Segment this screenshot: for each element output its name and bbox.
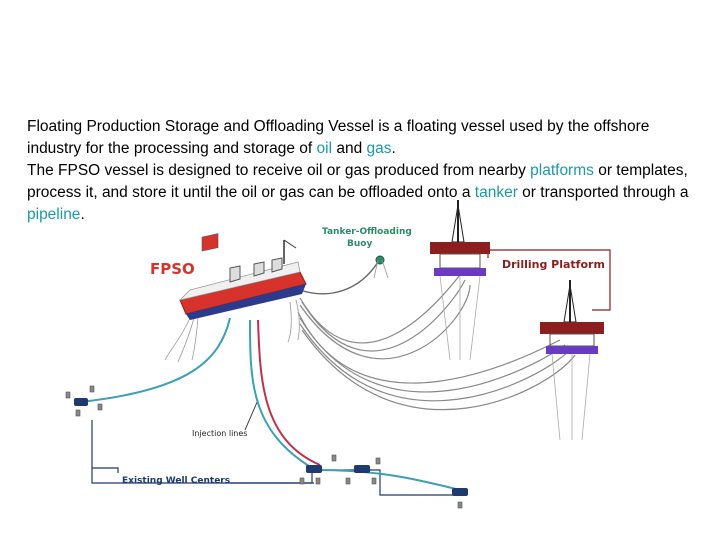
offloading-buoy — [373, 255, 389, 279]
purpose-text-middle: or templates, process it, and store it u… — [27, 162, 688, 201]
injection-callout-line — [244, 399, 259, 431]
wells-callout-lines-3 — [230, 469, 458, 496]
platforms-link[interactable]: platforms — [530, 162, 594, 179]
injection-lines-label: Injection lines — [192, 429, 247, 438]
wellheads — [65, 385, 463, 509]
purpose-text-middle2: or transported through a — [517, 184, 689, 201]
paragraph-purpose: The FPSO vessel is designed to receive o… — [27, 160, 707, 226]
fpso-vessel — [178, 233, 307, 320]
riser-bundle — [297, 274, 576, 411]
pipeline-red — [257, 319, 321, 466]
fpso-mooring-lines — [164, 299, 300, 363]
buoy-label-line2: Buoy — [347, 239, 372, 249]
definition-text: Floating Production Storage and Offloadi… — [27, 118, 650, 157]
drilling-platform-1 — [430, 200, 490, 361]
well-manifolds — [74, 398, 468, 496]
wells-callout-lines-2 — [92, 467, 119, 473]
purpose-text: The FPSO vessel is designed to receive o… — [27, 162, 531, 179]
fpso-label: FPSO — [150, 260, 195, 278]
drilling-platform-2 — [540, 280, 604, 441]
riser-to-buoy — [299, 261, 379, 295]
purpose-period: . — [80, 206, 85, 223]
period-text: . — [391, 140, 396, 157]
tanker-link[interactable]: tanker — [474, 184, 518, 201]
gas-link[interactable]: gas — [366, 140, 392, 157]
paragraph-definition: Floating Production Storage and Offloadi… — [27, 116, 707, 160]
existing-well-centers-label: Existing Well Centers — [122, 476, 230, 486]
description-text: Floating Production Storage and Offloadi… — [27, 116, 707, 226]
pipeline-link[interactable]: pipeline — [27, 206, 81, 223]
pipeline-teal-1 — [79, 317, 231, 403]
drilling-platform-label: Drilling Platform — [502, 258, 605, 271]
oil-link[interactable]: oil — [316, 140, 333, 157]
pipeline-teal-2 — [249, 319, 313, 469]
pipeline-teal-3 — [317, 469, 461, 491]
buoy-label-line1: Tanker-Offloading — [322, 227, 412, 237]
and-text: and — [332, 140, 367, 157]
